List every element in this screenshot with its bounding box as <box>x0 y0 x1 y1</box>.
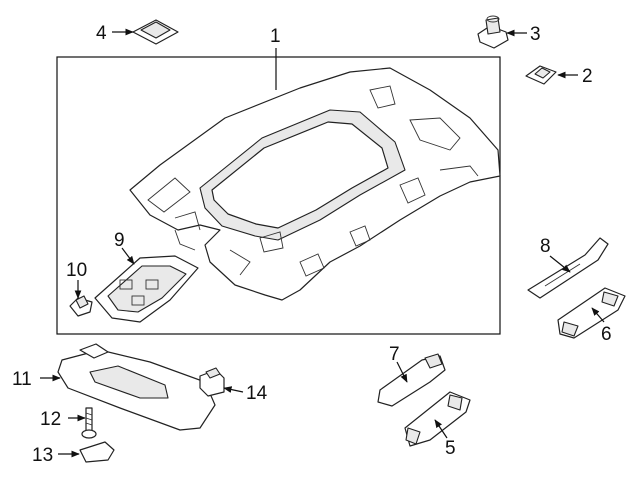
callout-13: 13 <box>32 445 53 466</box>
sun-visor-part-11 <box>57 343 216 431</box>
callout-7: 7 <box>389 344 400 365</box>
grab-handle-part-5 <box>404 391 471 447</box>
leader-9 <box>121 247 135 265</box>
leader-14 <box>223 386 244 393</box>
callout-5: 5 <box>445 438 456 459</box>
callout-1: 1 <box>270 26 281 47</box>
dome-light-part-9 <box>94 255 199 323</box>
pad-part-4 <box>132 19 179 45</box>
leader-7 <box>396 361 408 383</box>
callout-6: 6 <box>601 324 612 345</box>
fastener-part-3 <box>477 15 509 49</box>
leader-8 <box>549 255 571 273</box>
leader-6 <box>591 307 605 323</box>
clip-part-10 <box>69 295 93 317</box>
callout-2: 2 <box>582 66 593 87</box>
callout-12: 12 <box>40 409 61 430</box>
bracket-part-6 <box>557 287 626 339</box>
callout-10: 10 <box>66 260 87 281</box>
assembly-frame <box>56 56 501 335</box>
callout-9: 9 <box>114 230 125 251</box>
visor-clip-part-14 <box>199 367 225 397</box>
callout-8: 8 <box>540 236 551 257</box>
cover-part-13 <box>79 441 115 463</box>
callout-4: 4 <box>96 23 107 44</box>
leader-5 <box>434 419 448 439</box>
callout-3: 3 <box>530 24 541 45</box>
screw-part-12 <box>81 407 97 439</box>
clip-part-2 <box>525 65 557 85</box>
grab-handle-part-7 <box>377 353 446 407</box>
headliner-panel <box>129 67 501 301</box>
callout-11: 11 <box>12 369 32 390</box>
callout-14: 14 <box>246 383 268 404</box>
